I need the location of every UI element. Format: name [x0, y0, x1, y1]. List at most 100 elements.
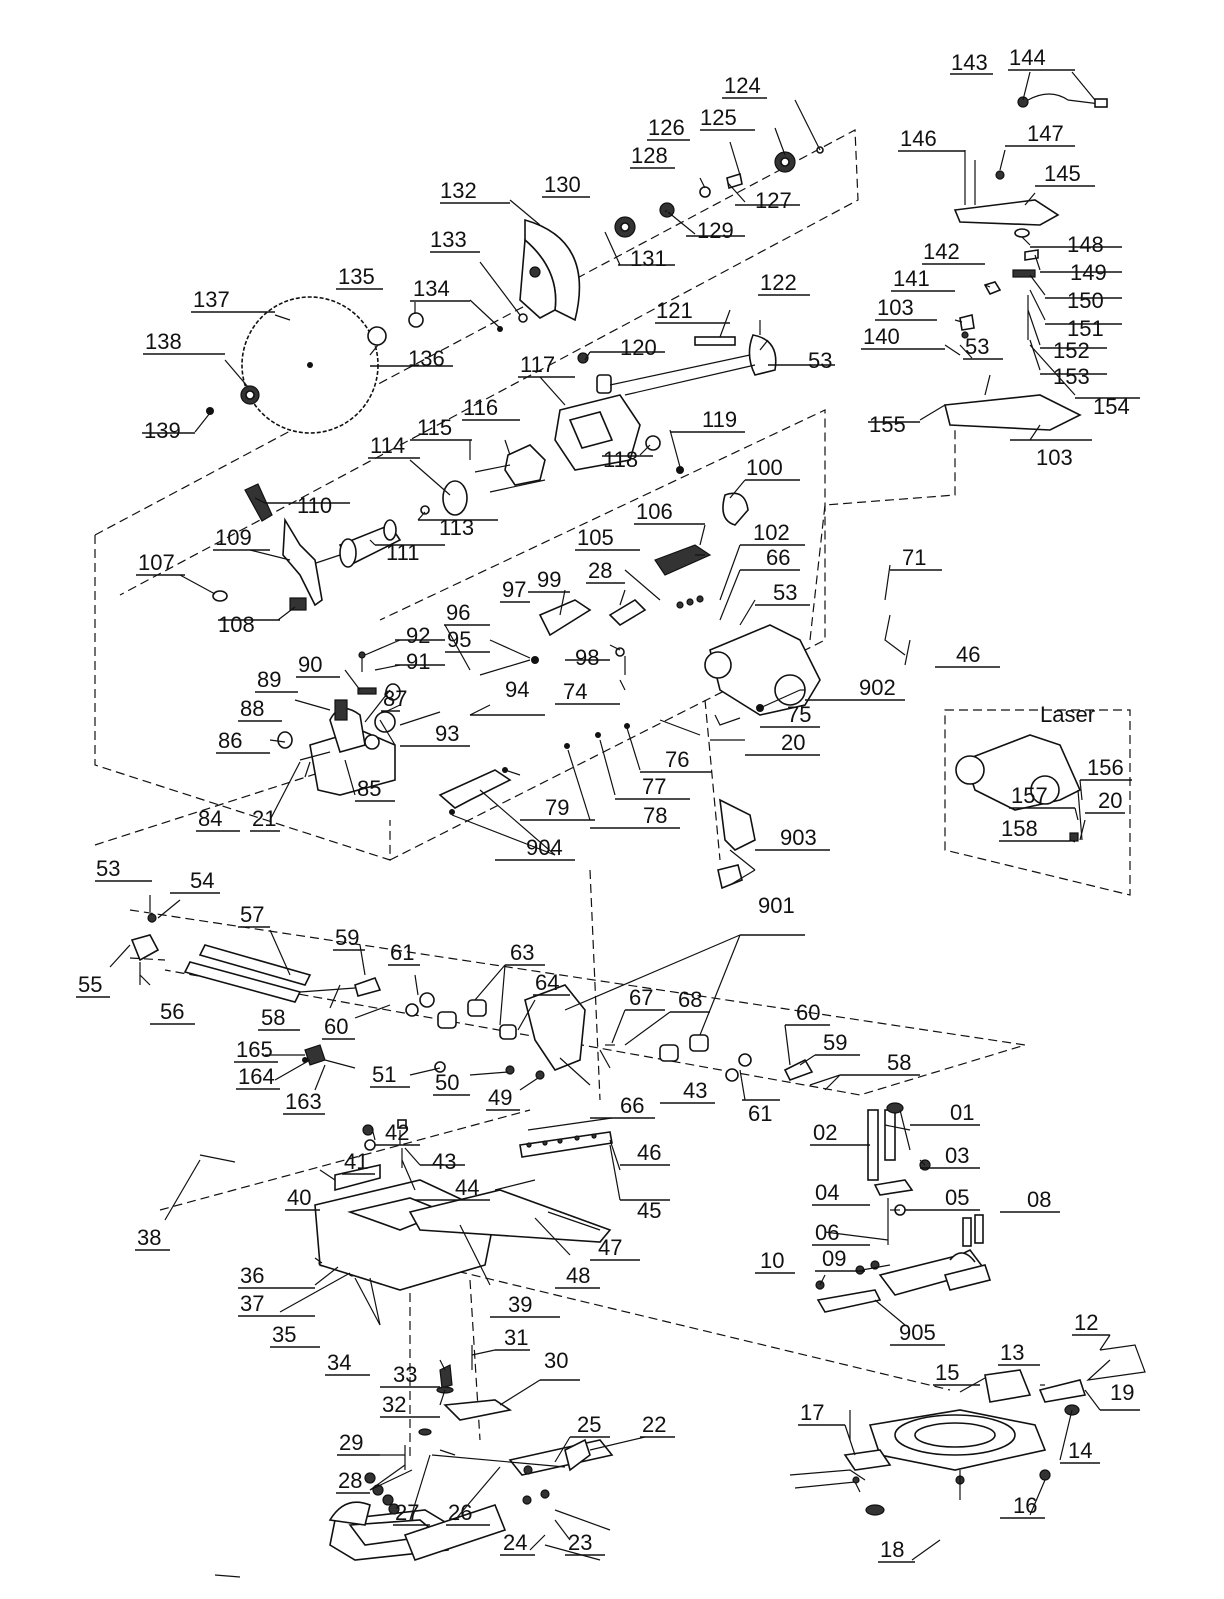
label-905: 905: [899, 1320, 936, 1345]
label-18: 18: [880, 1537, 904, 1562]
label-43b: 43: [432, 1149, 456, 1174]
label-158: 158: [1001, 816, 1038, 841]
label-60a: 60: [324, 1014, 348, 1039]
label-121: 121: [656, 298, 693, 323]
label-03: 03: [945, 1143, 969, 1168]
label-54: 54: [190, 868, 214, 893]
label-10: 10: [760, 1248, 784, 1273]
pivot-bracket-part: [277, 651, 539, 796]
label-55: 55: [78, 972, 102, 997]
label-143: 143: [951, 50, 988, 75]
label-117: 117: [520, 352, 555, 377]
leader-lines: [109, 71, 1111, 1561]
label-25: 25: [577, 1412, 601, 1437]
brush-holder-part: [420, 444, 546, 516]
base-assembly-part: [214, 1345, 614, 1578]
label-02: 02: [813, 1120, 837, 1145]
label-53d: 53: [96, 856, 120, 881]
label-08: 08: [1027, 1187, 1051, 1212]
label-19: 19: [1110, 1380, 1134, 1405]
label-96: 96: [446, 600, 470, 625]
label-84: 84: [198, 806, 222, 831]
label-04: 04: [815, 1180, 839, 1205]
label-50: 50: [435, 1070, 459, 1095]
label-134: 134: [413, 276, 450, 301]
label-110: 110: [297, 493, 332, 518]
label-145: 145: [1044, 161, 1081, 186]
label-163: 163: [285, 1089, 322, 1114]
label-40: 40: [287, 1185, 311, 1210]
label-24: 24: [503, 1530, 527, 1555]
motor-housing-part: [554, 334, 777, 474]
label-51: 51: [372, 1062, 396, 1087]
label-135: 135: [338, 264, 375, 289]
label-06: 06: [815, 1220, 839, 1245]
turntable-part: [789, 1344, 1146, 1516]
label-64: 64: [535, 970, 559, 995]
label-152: 152: [1053, 338, 1090, 363]
label-17: 17: [800, 1400, 824, 1425]
label-124: 124: [724, 73, 761, 98]
label-107: 107: [138, 550, 175, 575]
label-150: 150: [1067, 288, 1104, 313]
handle-cover-part: [953, 160, 1060, 340]
part-number-labels: 143 144 124 126 125 128 127 130 129 132 …: [76, 45, 1140, 1563]
blade-guard-lower-part: [717, 798, 756, 890]
label-78: 78: [643, 803, 667, 828]
label-23: 23: [568, 1530, 592, 1555]
slide-rail-part: [130, 913, 814, 1082]
label-34: 34: [327, 1350, 351, 1375]
label-87: 87: [383, 686, 407, 711]
label-156: 156: [1087, 755, 1124, 780]
laser-inset-part: [955, 734, 1083, 842]
label-29: 29: [339, 1430, 363, 1455]
label-57: 57: [240, 902, 264, 927]
label-71: 71: [902, 545, 926, 570]
label-53a: 53: [965, 334, 989, 359]
label-130: 130: [544, 172, 581, 197]
label-97: 97: [502, 577, 526, 602]
label-144: 144: [1009, 45, 1046, 70]
label-901: 901: [758, 893, 795, 918]
flange-parts: [206, 146, 824, 415]
label-100: 100: [746, 455, 783, 480]
label-118: 118: [603, 447, 638, 472]
label-109: 109: [215, 525, 252, 550]
label-122: 122: [760, 270, 797, 295]
label-114: 114: [370, 433, 405, 458]
label-76: 76: [665, 747, 689, 772]
label-35: 35: [272, 1322, 296, 1347]
label-31: 31: [504, 1325, 528, 1350]
label-99: 99: [537, 567, 561, 592]
label-902: 902: [859, 675, 896, 700]
label-58a: 58: [261, 1005, 285, 1030]
label-157: 157: [1011, 783, 1048, 808]
label-153: 153: [1053, 364, 1090, 389]
label-30: 30: [544, 1348, 568, 1373]
label-67: 67: [629, 985, 653, 1010]
label-66b: 66: [620, 1093, 644, 1118]
label-20a: 20: [781, 730, 805, 755]
label-61b: 61: [748, 1101, 772, 1126]
label-146: 146: [900, 126, 937, 151]
label-113: 113: [439, 515, 474, 540]
label-63: 63: [510, 940, 534, 965]
label-46b: 46: [637, 1140, 661, 1165]
label-126: 126: [648, 115, 685, 140]
label-47: 47: [598, 1235, 622, 1260]
label-903: 903: [780, 825, 817, 850]
label-01: 01: [950, 1100, 974, 1125]
label-79: 79: [545, 795, 569, 820]
label-26: 26: [448, 1500, 472, 1525]
label-108: 108: [218, 612, 255, 637]
bevel-lock-part: [438, 719, 701, 815]
label-90: 90: [298, 652, 322, 677]
label-148: 148: [1067, 232, 1104, 257]
label-164: 164: [238, 1064, 275, 1089]
label-21: 21: [252, 806, 276, 831]
label-53c: 53: [773, 580, 797, 605]
label-05: 05: [945, 1185, 969, 1210]
label-103b: 103: [1036, 445, 1073, 470]
label-77: 77: [642, 774, 666, 799]
